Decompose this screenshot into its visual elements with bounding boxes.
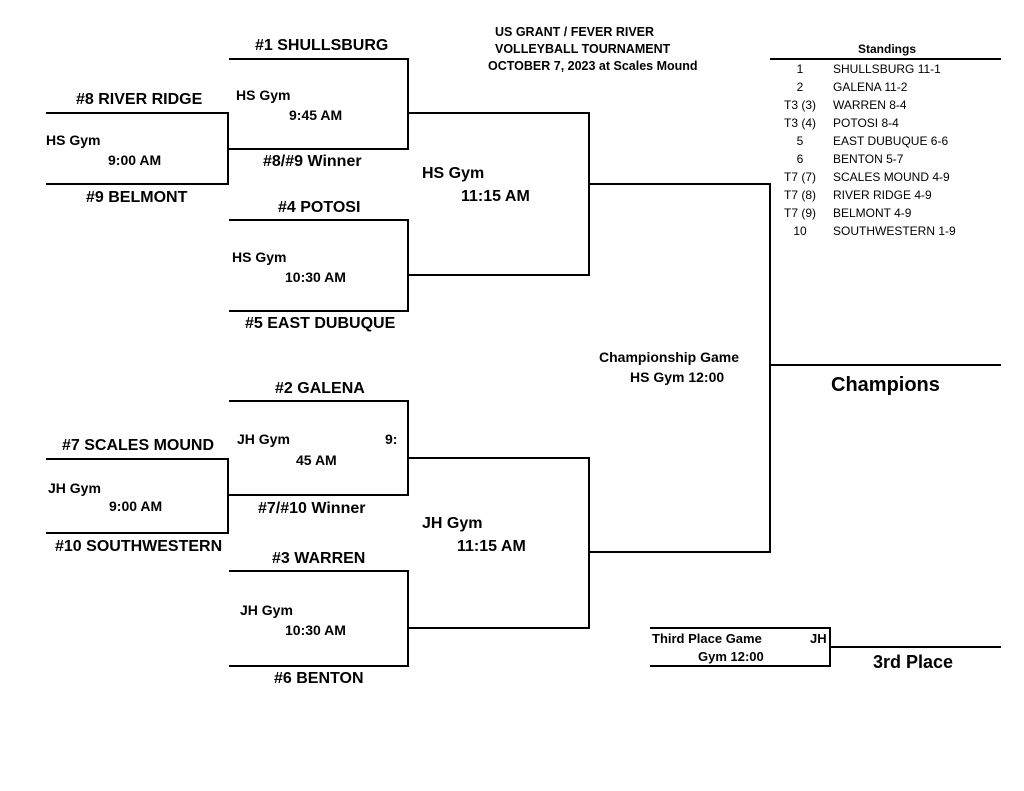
standings-team: SCALES MOUND 4-9 xyxy=(833,170,950,184)
bracket-line xyxy=(407,219,409,312)
bracket-line xyxy=(590,183,771,185)
bracket-line xyxy=(771,364,1001,366)
game2-gym: HS Gym xyxy=(236,87,291,103)
bracket-line xyxy=(46,183,229,185)
standings-team: EAST DUBUQUE 6-6 xyxy=(833,134,949,148)
game4-time: 11:15 AM xyxy=(461,188,530,205)
standings-rank: T7 (8) xyxy=(783,188,816,202)
bracket-line xyxy=(46,112,229,114)
title-line-1: US GRANT / FEVER RIVER xyxy=(495,25,655,39)
team-benton: #6 BENTON xyxy=(274,670,364,687)
champions-label: Champions xyxy=(831,374,940,396)
team-shullsburg: #1 SHULLSBURG xyxy=(255,37,389,54)
bracket-line xyxy=(769,183,771,553)
bracket-line xyxy=(590,551,771,553)
bracket-line xyxy=(831,646,1001,648)
bracket-line xyxy=(407,570,409,667)
team-potosi: #4 POTOSI xyxy=(278,199,361,216)
standings-team: POTOSI 8-4 xyxy=(833,116,899,130)
game6-time-a: 9: xyxy=(385,431,398,447)
standings-rank: T7 (7) xyxy=(783,170,816,184)
team-warren: #3 WARREN xyxy=(272,550,366,567)
game2-time: 9:45 AM xyxy=(289,107,343,123)
bracket-line xyxy=(407,400,409,496)
standings-team: RIVER RIDGE 4-9 xyxy=(833,188,932,202)
bracket-line xyxy=(409,274,590,276)
bracket-line xyxy=(829,627,831,667)
bracket-line xyxy=(407,58,409,150)
game1-gym: HS Gym xyxy=(46,132,101,148)
standings-team: SOUTHWESTERN 1-9 xyxy=(833,224,956,238)
winner-8-9: #8/#9 Winner xyxy=(263,153,362,170)
game7-gym: JH Gym xyxy=(240,602,293,618)
team-east-dubuque: #5 EAST DUBUQUE xyxy=(245,315,396,332)
bracket-line xyxy=(409,627,590,629)
game1-time: 9:00 AM xyxy=(108,152,162,168)
standings-team: WARREN 8-4 xyxy=(833,98,907,112)
bracket-line xyxy=(46,458,229,460)
standings-team: BENTON 5-7 xyxy=(833,152,904,166)
third-place-result: 3rd Place xyxy=(873,652,954,672)
standings-rank: 5 xyxy=(796,134,804,148)
championship-label: Championship Game xyxy=(599,349,740,365)
game7-time: 10:30 AM xyxy=(285,622,346,638)
standings-heading: Standings xyxy=(858,42,917,56)
team-river-ridge: #8 RIVER RIDGE xyxy=(76,91,203,108)
third-place-time: Gym 12:00 xyxy=(698,649,764,664)
bracket-line xyxy=(409,112,590,114)
game8-gym: JH Gym xyxy=(422,515,483,532)
bracket-line xyxy=(229,570,409,572)
standings-rank: 1 xyxy=(796,62,804,76)
bracket-line xyxy=(227,458,229,534)
bracket-line xyxy=(229,148,409,150)
title-line-3: OCTOBER 7, 2023 at Scales Mound xyxy=(488,59,698,73)
third-place-label: Third Place Game xyxy=(652,631,762,646)
standings-rank: T3 (3) xyxy=(783,98,816,112)
game6-time-b: 45 AM xyxy=(296,452,337,468)
title-line-2: VOLLEYBALL TOURNAMENT xyxy=(495,42,671,56)
team-belmont: #9 BELMONT xyxy=(86,189,188,206)
third-place-gym-a: JH xyxy=(810,631,827,646)
game3-time: 10:30 AM xyxy=(285,269,346,285)
bracket-line xyxy=(650,627,831,629)
championship-time: HS Gym 12:00 xyxy=(630,369,725,385)
team-scales-mound: #7 SCALES MOUND xyxy=(62,437,215,454)
standings-rank: T3 (4) xyxy=(783,116,816,130)
standings-rank: 10 xyxy=(793,224,807,238)
winner-7-10: #7/#10 Winner xyxy=(258,500,366,517)
game4-gym: HS Gym xyxy=(422,165,485,182)
standings-team: SHULLSBURG 11-1 xyxy=(833,62,941,76)
bracket-line xyxy=(229,665,409,667)
standings-rule xyxy=(770,58,1001,60)
bracket-line xyxy=(588,457,590,629)
bracket-line xyxy=(229,310,409,312)
standings-rank: 6 xyxy=(796,152,804,166)
team-southwestern: #10 SOUTHWESTERN xyxy=(55,538,223,555)
team-galena: #2 GALENA xyxy=(275,380,365,397)
bracket-line xyxy=(650,665,831,667)
bracket-line xyxy=(409,457,590,459)
game5-time: 9:00 AM xyxy=(109,498,163,514)
game8-time: 11:15 AM xyxy=(457,538,526,555)
game3-gym: HS Gym xyxy=(232,249,287,265)
bracket-line xyxy=(229,219,409,221)
bracket-line xyxy=(227,112,229,185)
game5-gym: JH Gym xyxy=(48,480,101,496)
game6-gym: JH Gym xyxy=(237,431,290,447)
standings-rank: T7 (9) xyxy=(783,206,816,220)
bracket-line xyxy=(229,400,409,402)
standings-team: GALENA 11-2 xyxy=(833,80,908,94)
bracket-line xyxy=(588,112,590,276)
standings-rank: 2 xyxy=(796,80,804,94)
standings-team: BELMONT 4-9 xyxy=(833,206,912,220)
bracket-line xyxy=(229,494,409,496)
bracket-line xyxy=(46,532,229,534)
bracket-line xyxy=(229,58,409,60)
